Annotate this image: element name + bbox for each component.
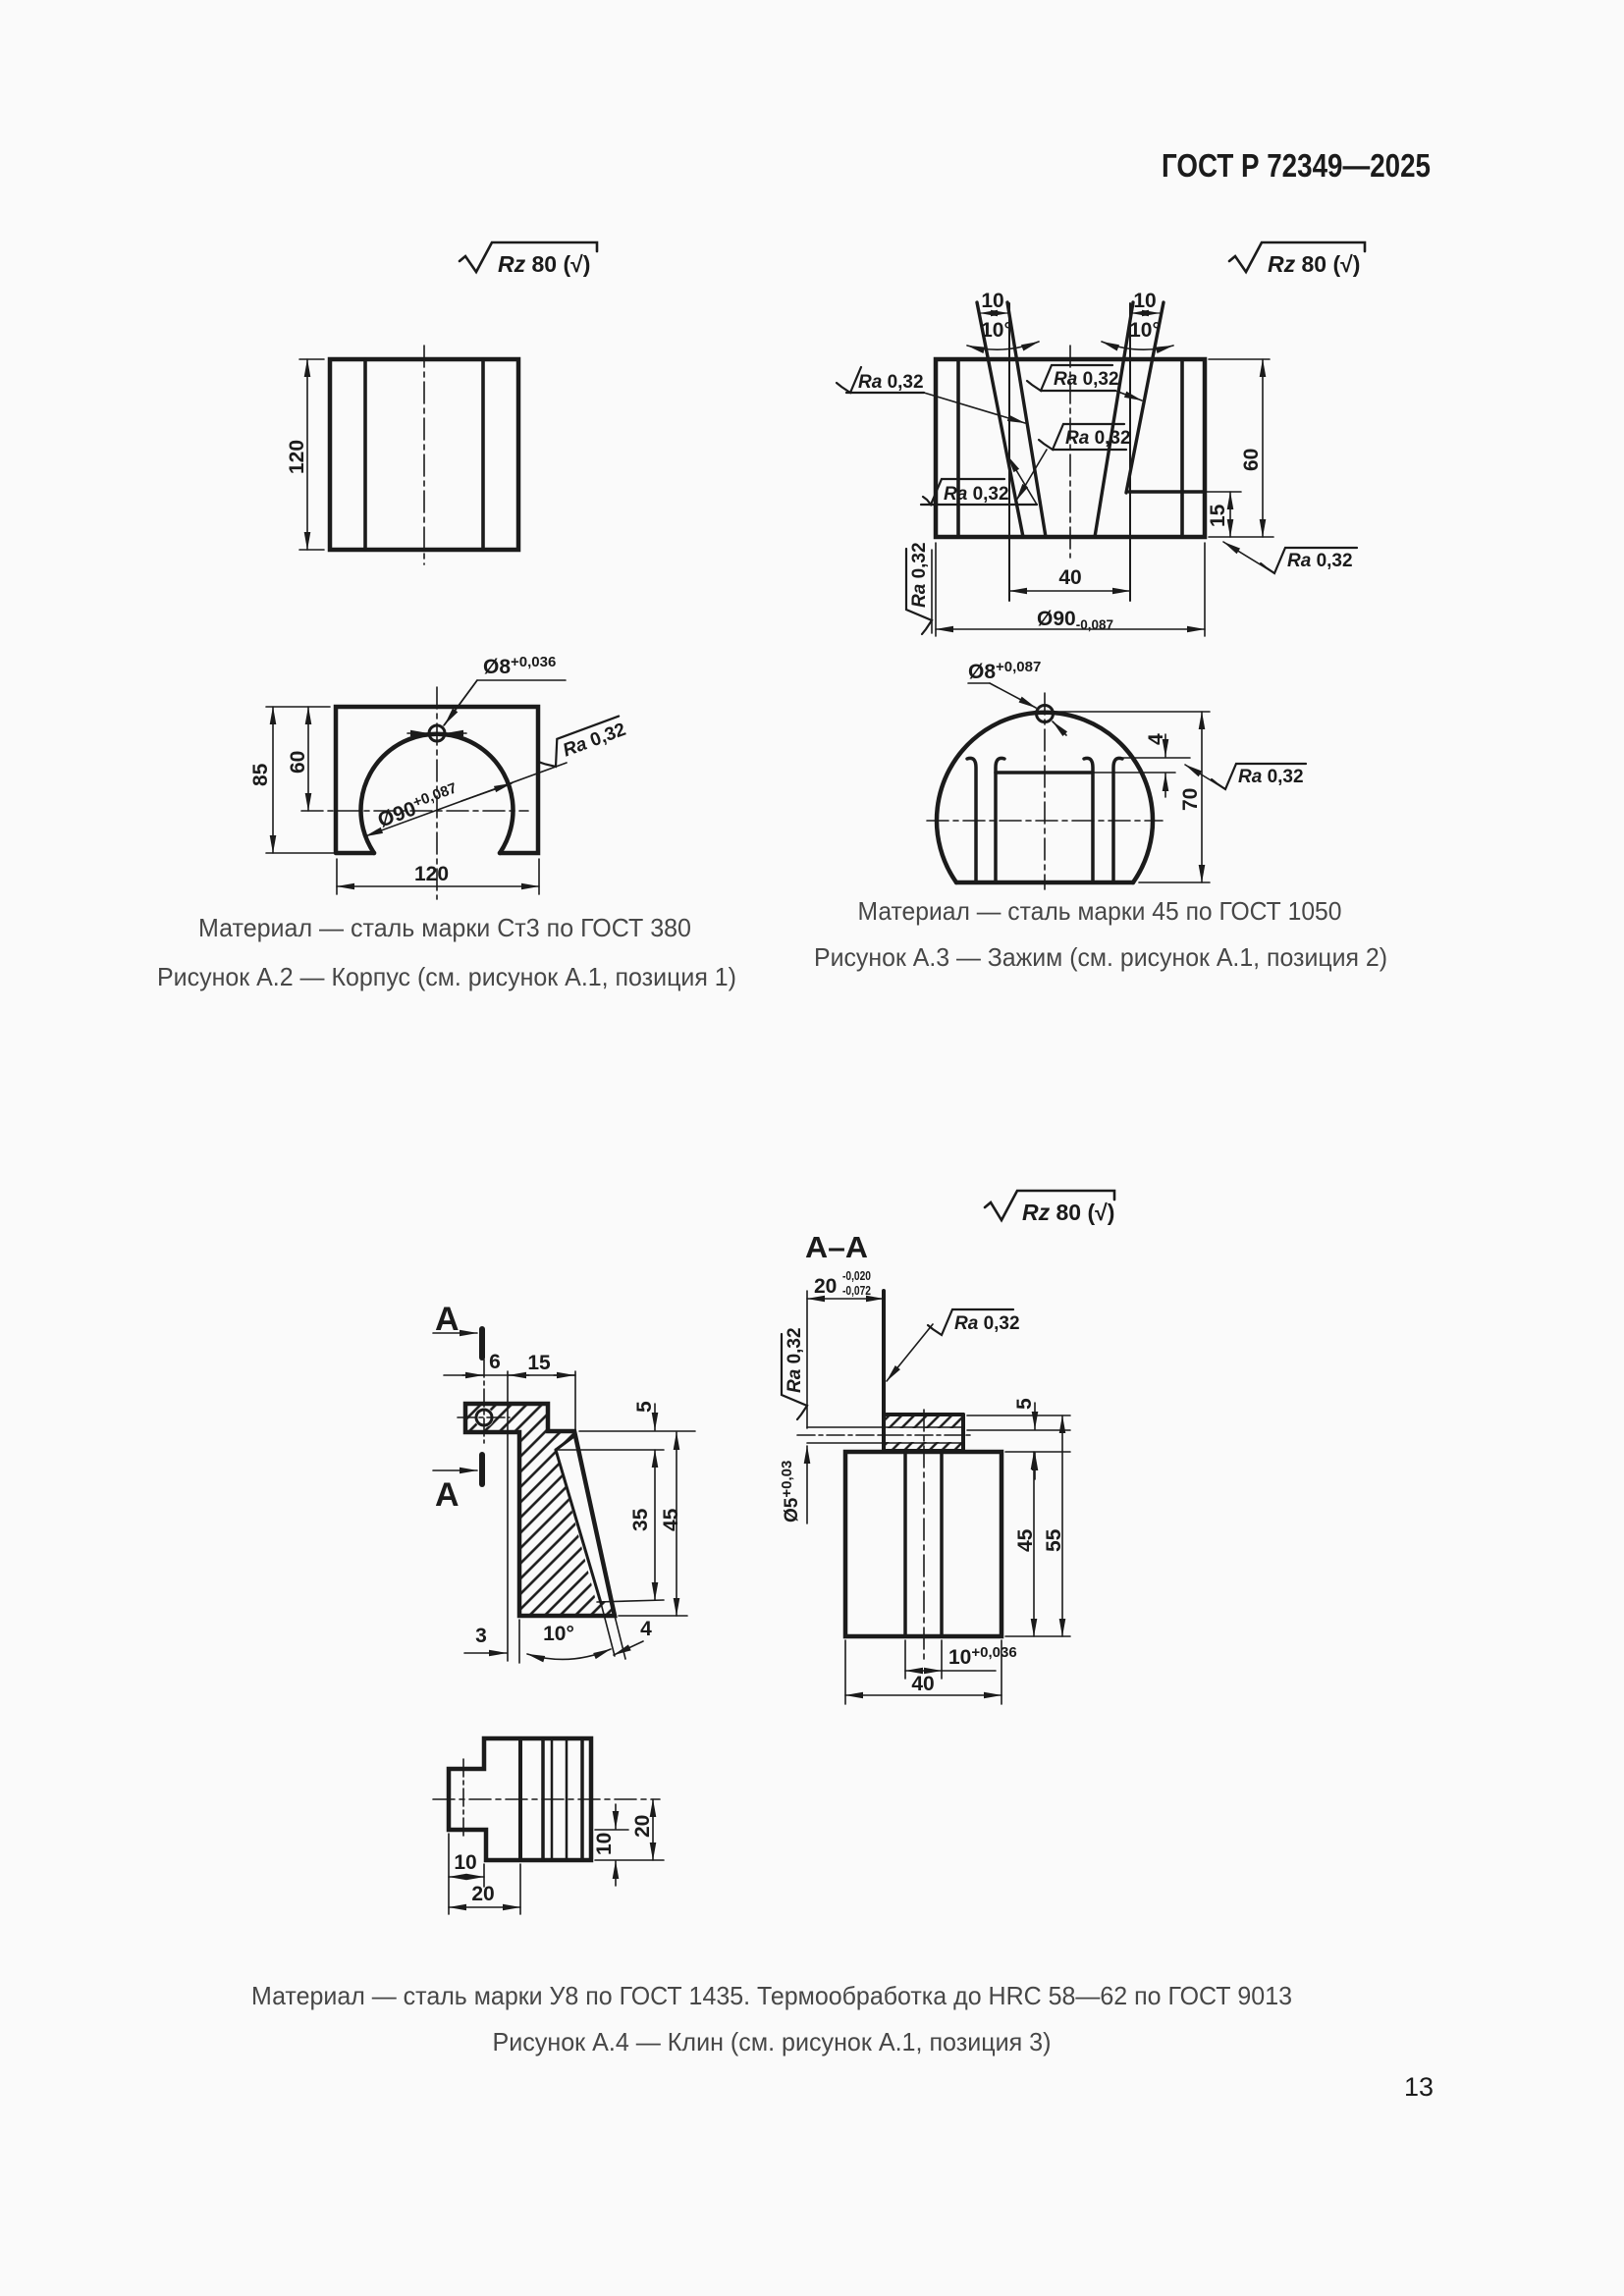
svg-text:Rz 80 (√): Rz 80 (√) <box>498 251 590 277</box>
svg-text:Ø90-0,087: Ø90-0,087 <box>1037 608 1113 632</box>
svg-text:5: 5 <box>633 1401 656 1413</box>
svg-text:Rz 80 (√): Rz 80 (√) <box>1022 1200 1114 1225</box>
svg-text:10: 10 <box>454 1851 476 1874</box>
svg-text:-0,072: -0,072 <box>842 1283 871 1298</box>
svg-text:20: 20 <box>814 1275 837 1298</box>
svg-text:Ra 0,32: Ra 0,32 <box>954 1313 1020 1334</box>
svg-text:45: 45 <box>660 1508 682 1531</box>
svg-text:10: 10 <box>1133 290 1156 312</box>
svg-text:Ø8+0,036: Ø8+0,036 <box>483 654 556 678</box>
svg-text:Ra 0,32: Ra 0,32 <box>1065 428 1131 449</box>
svg-text:5: 5 <box>1013 1398 1036 1410</box>
svg-text:15: 15 <box>1207 504 1229 527</box>
svg-text:А–А: А–А <box>805 1230 868 1264</box>
svg-text:Ø8+0,087: Ø8+0,087 <box>968 659 1041 683</box>
svg-text:Рисунок А.4 — Клин (см. рисуно: Рисунок А.4 — Клин (см. рисунок А.1, поз… <box>493 2027 1052 2056</box>
svg-text:15: 15 <box>527 1352 551 1374</box>
svg-text:20: 20 <box>471 1883 494 1905</box>
svg-text:Rz 80 (√): Rz 80 (√) <box>1268 251 1360 277</box>
svg-text:10+0,036: 10+0,036 <box>948 1644 1017 1669</box>
svg-text:10°: 10° <box>1129 319 1161 342</box>
svg-text:60: 60 <box>1240 449 1263 471</box>
svg-text:13: 13 <box>1404 2072 1434 2102</box>
svg-text:Ra 0,32: Ra 0,32 <box>1238 767 1304 787</box>
svg-text:Рисунок А.3 — Зажим (см. рисун: Рисунок А.3 — Зажим (см. рисунок А.1, по… <box>814 942 1387 972</box>
svg-text:Материал — сталь марки Ст3 по: Материал — сталь марки Ст3 по ГОСТ 380 <box>198 913 691 942</box>
svg-text:120: 120 <box>286 440 308 474</box>
svg-text:ГОСТ Р 72349—2025: ГОСТ Р 72349—2025 <box>1162 147 1431 184</box>
svg-text:85: 85 <box>249 763 272 786</box>
svg-text:3: 3 <box>475 1625 487 1647</box>
svg-text:10: 10 <box>593 1833 616 1855</box>
svg-text:Ra 0,32: Ra 0,32 <box>1054 369 1119 390</box>
svg-text:70: 70 <box>1179 788 1202 811</box>
svg-text:Ra 0,32: Ra 0,32 <box>1287 551 1353 571</box>
svg-text:A: A <box>435 1476 460 1514</box>
svg-text:55: 55 <box>1043 1528 1065 1552</box>
svg-text:35: 35 <box>629 1508 652 1531</box>
svg-text:45: 45 <box>1014 1528 1037 1552</box>
svg-text:Ra 0,32: Ra 0,32 <box>785 1327 805 1393</box>
svg-text:60: 60 <box>287 751 309 774</box>
svg-text:Материал — сталь марки 45 по Г: Материал — сталь марки 45 по ГОСТ 1050 <box>858 896 1342 926</box>
svg-text:4: 4 <box>640 1618 652 1640</box>
svg-text:4: 4 <box>1145 733 1167 745</box>
svg-text:40: 40 <box>1058 566 1081 589</box>
svg-text:Ra 0,32: Ra 0,32 <box>909 542 930 608</box>
svg-text:Ra 0,32: Ra 0,32 <box>858 372 924 393</box>
svg-text:10°: 10° <box>981 319 1012 342</box>
svg-text:-0,020: -0,020 <box>842 1268 871 1283</box>
svg-text:Ra 0,32: Ra 0,32 <box>944 484 1009 505</box>
svg-text:Материал — сталь марки У8 по Г: Материал — сталь марки У8 по ГОСТ 1435. … <box>251 1981 1292 2010</box>
svg-text:20: 20 <box>631 1815 654 1838</box>
svg-text:Рисунок А.2 — Корпус (см. рису: Рисунок А.2 — Корпус (см. рисунок А.1, п… <box>157 962 736 991</box>
svg-text:Ø5+0,03: Ø5+0,03 <box>779 1461 802 1522</box>
svg-text:40: 40 <box>911 1673 934 1695</box>
svg-text:10°: 10° <box>543 1623 574 1645</box>
svg-text:A: A <box>435 1301 460 1338</box>
svg-text:10: 10 <box>981 290 1003 312</box>
svg-text:120: 120 <box>414 863 449 885</box>
svg-text:6: 6 <box>489 1351 501 1373</box>
